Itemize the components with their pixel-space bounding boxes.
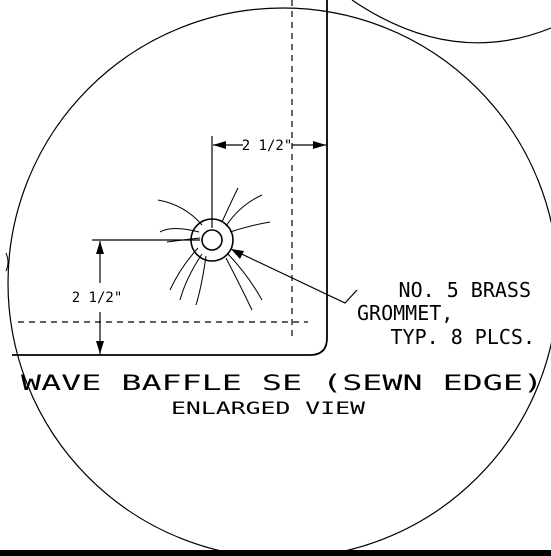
h-dim-arrow-right	[313, 141, 326, 149]
view-subtitle: ENLARGED VIEW	[171, 399, 366, 419]
callout-line-3: TYP. 8 PLCS.	[391, 325, 536, 349]
grommet-inner	[201, 229, 223, 251]
callout-line-1: NO. 5 BRASS	[399, 278, 531, 302]
vertical-dimension-label: 2 1/2"	[72, 290, 123, 306]
callout-leader-arrow	[231, 249, 244, 259]
bottom-border	[0, 550, 551, 556]
detail-circle	[7, 7, 551, 556]
v-dim-arrow-bottom	[96, 341, 104, 354]
left-edge-tick	[5, 252, 9, 272]
v-dim-arrow-top	[96, 241, 104, 254]
view-title: WAVE BAFFLE SE (SEWN EDGE)	[21, 371, 543, 395]
h-dim-arrow-left	[213, 141, 226, 149]
baffle-outline	[12, 0, 328, 356]
callout-leader	[230, 248, 358, 304]
horizontal-dimension-label: 2 1/2"	[242, 138, 293, 154]
callout-line-2: GROMMET,	[357, 301, 453, 325]
reference-arc-top-right	[351, 0, 551, 44]
